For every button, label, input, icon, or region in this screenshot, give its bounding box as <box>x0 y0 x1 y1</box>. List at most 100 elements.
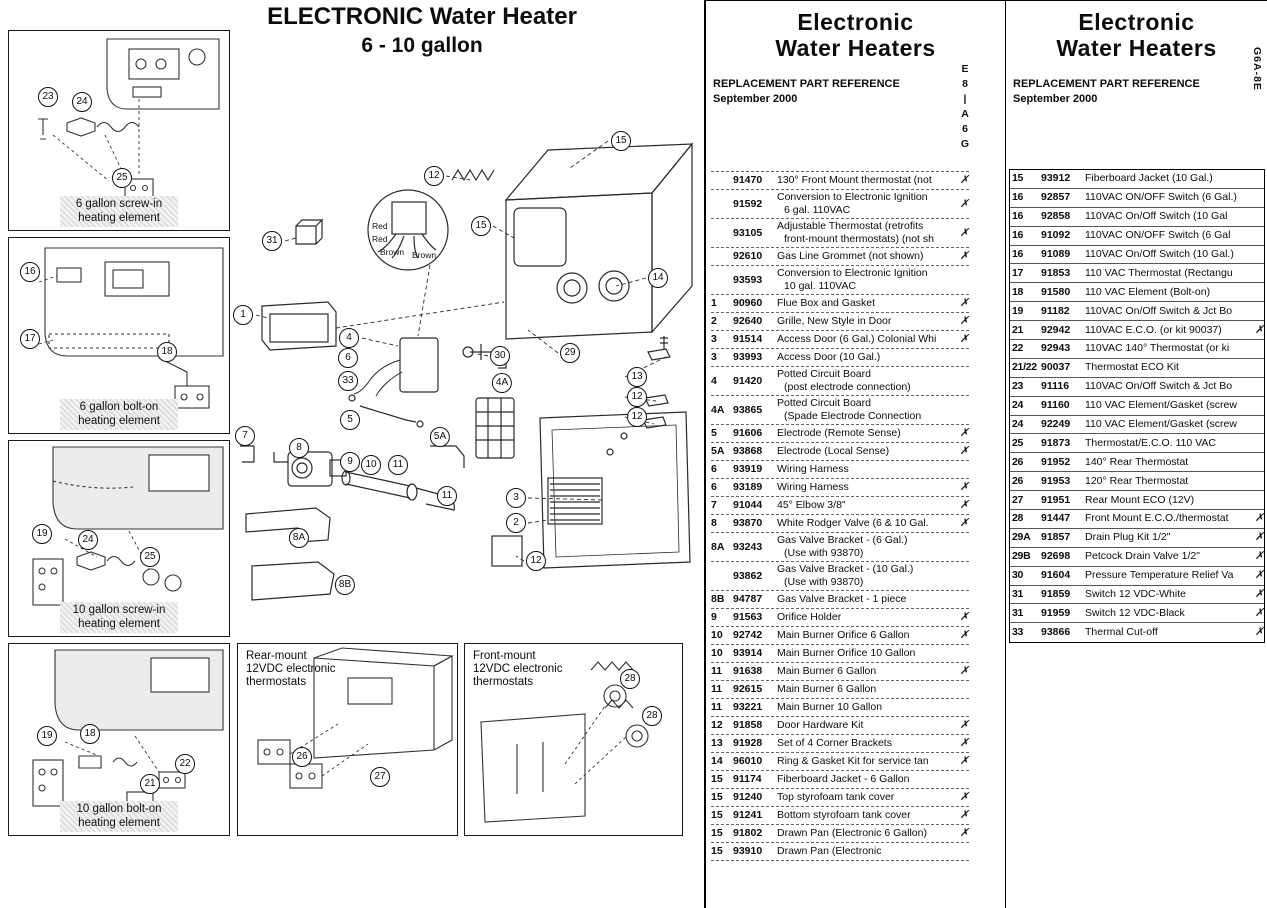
callout-7: 7 <box>235 426 255 446</box>
panel-caption: 10 gallon screw-in heating element <box>60 602 178 633</box>
callout-18: 18 <box>157 342 177 362</box>
callout-12: 12 <box>424 166 444 186</box>
diagram-title-line2: 6 - 10 gallon <box>361 34 483 57</box>
callout-23: 23 <box>38 87 58 107</box>
switch-cube-art <box>295 218 324 245</box>
callout-19: 19 <box>32 524 52 544</box>
callout-30: 30 <box>490 346 510 366</box>
callout-5: 5 <box>340 410 360 430</box>
callout-31: 31 <box>262 231 282 251</box>
diagram-title: ELECTRONIC Water Heater 6 - 10 gallon <box>232 2 612 59</box>
callout-24: 24 <box>72 92 92 112</box>
callout-6: 6 <box>338 348 358 368</box>
parts-reference-page-1: Electronic Water Heaters REPLACEMENT PAR… <box>704 0 1005 908</box>
callout-1: 1 <box>233 305 253 325</box>
page1-title-line2: Water Heaters <box>775 35 936 61</box>
spring-art <box>451 168 495 182</box>
wire-label-brown-2: Brown <box>412 250 436 260</box>
callout-12: 12 <box>627 387 647 407</box>
callout-2: 2 <box>506 513 526 533</box>
diagram-title-line1: ELECTRONIC Water Heater <box>267 3 577 30</box>
callout-15: 15 <box>471 216 491 236</box>
page1-title-line1: Electronic <box>797 9 914 35</box>
wire-labels: Red Red Brown Brown <box>372 221 436 260</box>
parts-reference-page-2: Electronic Water Heaters REPLACEMENT PAR… <box>1005 0 1267 908</box>
callout-15: 15 <box>611 131 631 151</box>
ref-heading: REPLACEMENT PART REFERENCE <box>1013 78 1200 90</box>
panel-callouts: 26 27 <box>238 644 457 835</box>
callout-25: 25 <box>112 168 132 188</box>
callout-11: 11 <box>388 455 408 475</box>
callout-28: 28 <box>642 706 662 726</box>
gas-valve-art <box>273 451 347 487</box>
page1-spine-code: E8|A6G <box>959 63 971 153</box>
callout-4: 4 <box>339 328 359 348</box>
callout-11: 11 <box>437 486 457 506</box>
wire-label-red-1: Red <box>372 221 388 231</box>
page1-title: Electronic Water Heaters <box>706 9 1005 61</box>
panel-6gal-screw-in-art <box>38 38 220 198</box>
panel-10gal-screw-in-art <box>32 446 224 606</box>
electrode-art <box>359 405 424 428</box>
callout-13: 13 <box>627 367 647 387</box>
exploded-view-art: Red Red Brown Brown <box>240 140 694 601</box>
page2-spine-code: G6A-8E <box>1251 47 1263 91</box>
panel-callouts: 23 24 25 <box>9 31 229 230</box>
callout-28: 28 <box>620 669 640 689</box>
valve-bracket-8a-art <box>245 507 331 543</box>
callout-22: 22 <box>175 754 195 774</box>
page2-ref-heading-block: REPLACEMENT PART REFERENCE September 200… <box>1013 77 1267 107</box>
panel-caption: Front-mount 12VDC electronic thermostats <box>473 650 563 688</box>
callout-5A: 5A <box>429 427 451 447</box>
corner-brackets-art <box>606 336 671 456</box>
callout-27: 27 <box>370 767 390 787</box>
page1-ref-heading-block: REPLACEMENT PART REFERENCE September 200… <box>713 77 1005 107</box>
panel-caption: Rear-mount 12VDC electronic thermostats <box>246 650 336 688</box>
callout-26: 26 <box>292 747 312 767</box>
callout-12: 12 <box>526 551 546 571</box>
tank-jacket-art <box>504 142 694 340</box>
callout-8B: 8B <box>334 575 356 595</box>
callout-16: 16 <box>20 262 40 282</box>
page2-title-line2: Water Heaters <box>1056 35 1217 61</box>
callout-3: 3 <box>506 488 526 508</box>
callout-19: 19 <box>37 726 57 746</box>
